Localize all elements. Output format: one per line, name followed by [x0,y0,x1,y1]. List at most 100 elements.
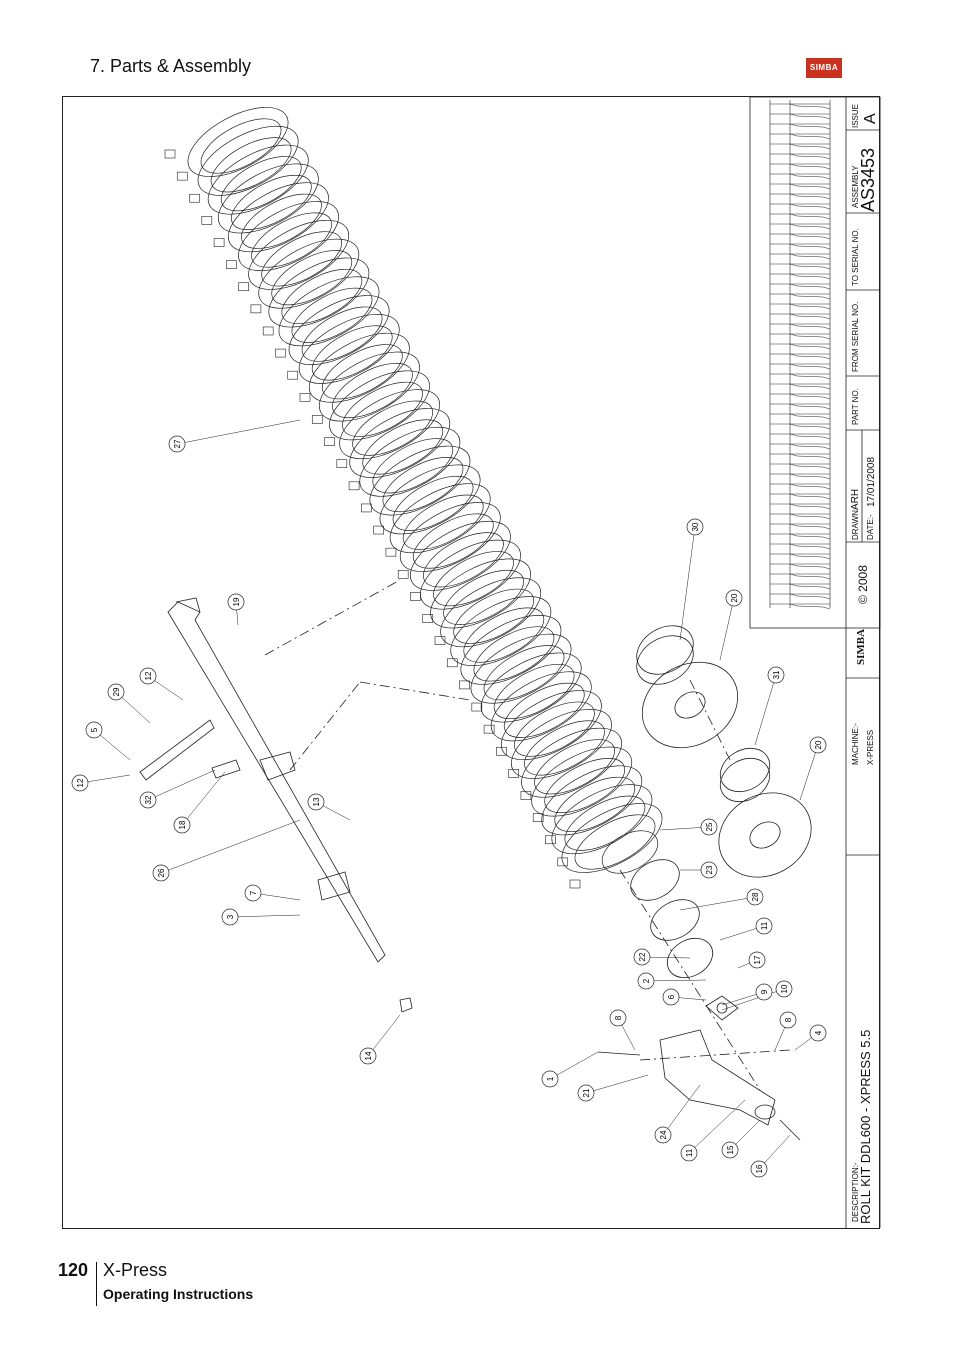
callout-bubble: 8 [779,1011,797,1029]
callout-number: 5 [90,727,99,732]
callout-bubble: 13 [307,793,325,811]
roller-disc [490,671,592,742]
callout-leader [147,769,216,801]
callout-bubble: 28 [746,888,764,906]
callout-bubble: 5 [85,721,103,739]
callout-bubble: 1 [541,1070,559,1088]
callout-number: 17 [753,955,762,964]
roller-disc [531,746,633,817]
callout-number: 8 [614,1015,623,1020]
callout-leader [679,526,696,641]
assembly-value: AS3453 [858,147,878,212]
roller-disc [318,351,420,422]
callout-leader [585,1074,649,1094]
frame-bar [167,601,386,963]
tine-bracket [189,193,200,203]
tine-bracket [201,216,213,225]
tine-bracket [361,503,372,513]
end-bracket [659,1029,776,1126]
callout-bubble: 8 [609,1009,627,1027]
callout-number: 9 [760,989,769,994]
callout-number: 27 [173,439,182,448]
callout-number: 15 [726,1145,735,1154]
roller-disc [389,483,491,554]
roller-disc [369,445,471,516]
roller-disc [197,125,299,196]
callout-bubble: 17 [748,951,766,969]
callout-leader [799,744,819,801]
tine-bracket [275,348,286,358]
callout-leader [688,1099,746,1154]
callout-number: 20 [814,740,823,749]
callout-bubble: 6 [662,988,680,1006]
tine-bracket [373,525,384,535]
drawn-label: DRAWN:- [851,505,860,540]
roller-disc [308,332,410,403]
callout-bubble: 2 [637,972,655,990]
callout-number: 19 [232,597,241,606]
drawing-frame [62,96,880,1229]
roller-disc [258,238,360,309]
tine-bracket [213,238,225,247]
callout-number: 1 [546,1076,555,1081]
tine-bracket [262,326,274,336]
roller-disc [349,408,451,478]
roller-disc [521,727,622,798]
roller-disc [248,219,350,290]
tine-bracket [496,746,507,756]
footer-divider [96,1262,97,1306]
callout-number: 11 [685,1148,694,1157]
callout-number: 6 [667,994,676,999]
roller-disc [217,163,319,234]
to-serial-label: TO SERIAL NO. [851,228,860,286]
callout-number: 20 [730,593,739,602]
callout-number: 30 [691,522,700,531]
brand-mark: SIMBA [855,628,867,665]
tine-bracket [545,835,556,845]
roller-disc [268,257,370,328]
tine-bracket [385,547,397,557]
roller-disc [399,502,501,572]
callout-leader [721,988,785,1011]
callout-bubble: 20 [809,736,827,754]
tine-bracket [532,813,544,822]
section-title: 7. Parts & Assembly [90,56,252,76]
roller-disc [500,690,602,761]
tine-bracket [176,171,188,181]
callout-bubble: 12 [139,667,157,685]
tine-bracket [348,481,360,491]
drawn-value: ARH [850,488,861,510]
machine-label: MACHINE:- [851,723,860,765]
callout-number: 4 [814,1030,823,1035]
callout-leader [662,1084,701,1136]
callout-number: 28 [751,892,760,901]
callout-bubble: 18 [173,816,191,834]
roller-disc [511,709,612,779]
product-name: X-Press [103,1260,168,1280]
callout-leader [181,771,226,826]
callout-bubble: 4 [809,1024,827,1042]
callout-number: 21 [582,1088,591,1097]
callout-number: 12 [76,778,85,787]
callout-bubble: 19 [227,593,245,611]
tine-bracket [520,791,532,800]
roller-disc [430,558,532,629]
callout-number: 22 [638,952,647,961]
callout-leader [549,1051,599,1080]
callout-bubble: 27 [168,435,186,453]
callout-leader [719,597,735,661]
bearing-flange [705,995,739,1021]
callout-number: 2 [642,978,651,983]
roller-disc [551,784,653,855]
bar-bracket [259,751,296,781]
roller-disc [440,577,542,648]
callout-bubble: 30 [686,518,704,536]
callout-bubble: 26 [152,864,170,882]
roller-disc [339,389,441,460]
callout-leader [645,979,707,982]
tine-bracket [324,437,335,446]
callout-bubble: 3 [221,908,239,926]
callout-bubble: 9 [755,983,773,1001]
roller-disc [359,426,461,497]
